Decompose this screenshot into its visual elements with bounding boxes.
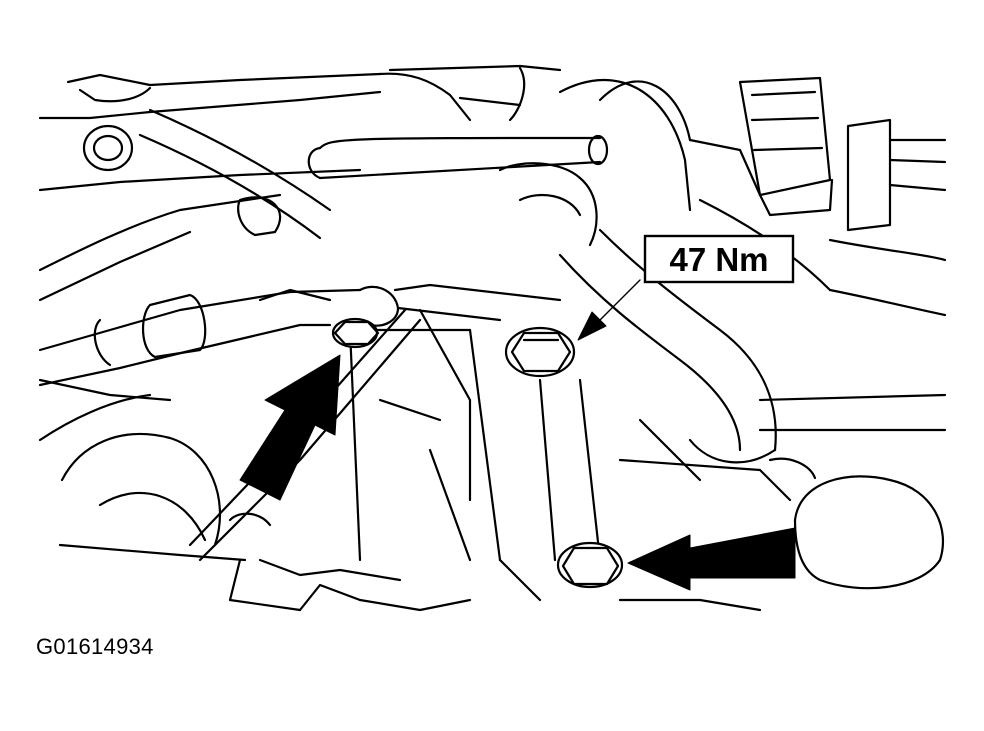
callout-leader-line: [599, 279, 641, 321]
figure-id: G01614934: [36, 634, 154, 659]
torque-callout: 47 Nm: [643, 234, 795, 284]
arrow-upper-left-bolt-icon: [239, 354, 341, 501]
callout-arrow-icon: [577, 311, 607, 341]
arrow-lower-bolt-icon: [627, 527, 796, 591]
bolt-lower: [556, 541, 624, 589]
bolt-upper-left: [331, 317, 380, 349]
engine-outline: [38, 64, 947, 612]
bolt-upper-right: [504, 326, 576, 378]
torque-label: 47 Nm: [669, 241, 768, 278]
